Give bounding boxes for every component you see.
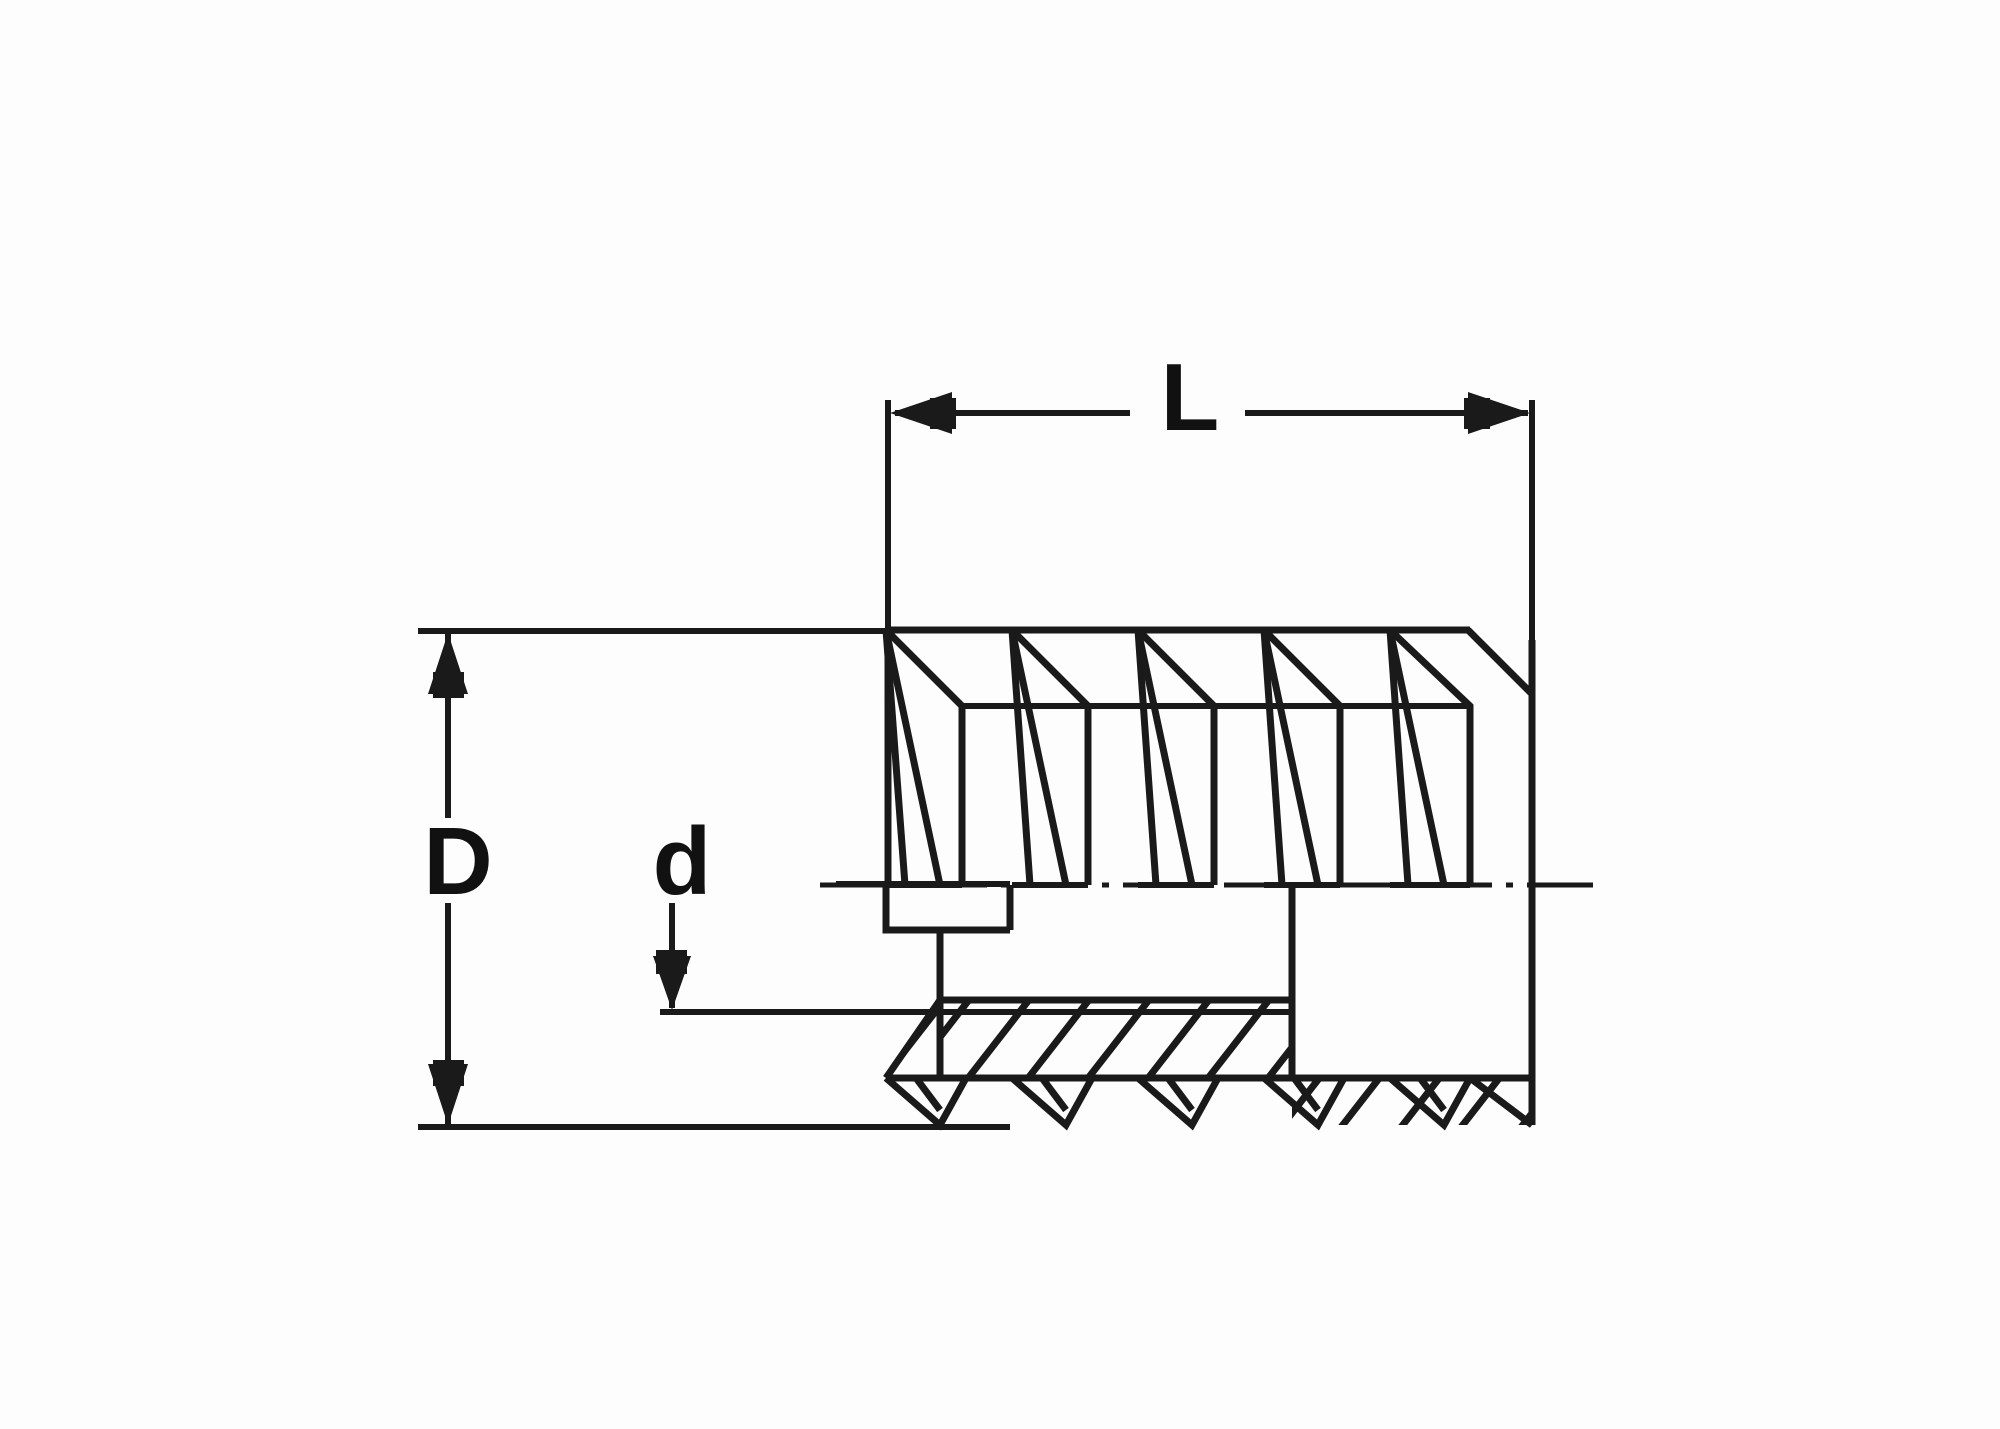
internal-bore (882, 885, 1532, 1082)
insert-body-upper (882, 626, 1536, 1080)
thread-tooth-lower-1 (883, 1075, 970, 1131)
dimension-L-arrow-right-tail (1464, 398, 1490, 429)
dimension-L: L (885, 344, 1535, 640)
thread-tooth-lower-2 (1009, 1075, 1096, 1131)
thread-tooth-upper-2 (1008, 627, 1092, 888)
thread-tooth-upper-4 (1260, 627, 1344, 888)
insert-body-lower-teeth (883, 1075, 1535, 1131)
body-chamfer-top-right (1465, 627, 1535, 697)
thread-tooth-lower-5 (1387, 1075, 1474, 1131)
dimension-D-arrow-bottom-tail (433, 1060, 464, 1086)
dimension-D-arrow-top-tail (433, 672, 464, 698)
dimension-L-label: L (1161, 344, 1220, 451)
thread-tooth-lower-4 (1261, 1075, 1348, 1131)
dimension-L-arrow-left-tail (930, 398, 956, 429)
dimension-D-label: D (423, 808, 492, 915)
thread-tooth-upper-1 (882, 627, 966, 888)
dimension-d: d (653, 808, 1292, 1015)
dimension-d-arrow-bottom-tail (656, 950, 687, 974)
bore-counterbore-profile (882, 885, 944, 1078)
dimension-d-label: d (653, 808, 712, 915)
body-taper-bottom-right (1467, 1075, 1535, 1128)
section-wedge-face (883, 998, 943, 1080)
dimension-D: D (418, 628, 1010, 1130)
thread-tooth-lower-3 (1135, 1075, 1222, 1131)
section-hatching-wedge (888, 1000, 940, 1078)
thread-tooth-upper-3 (1134, 627, 1218, 888)
section-hatching-left (940, 1000, 1292, 1078)
thread-tooth-upper-5 (1386, 627, 1474, 888)
